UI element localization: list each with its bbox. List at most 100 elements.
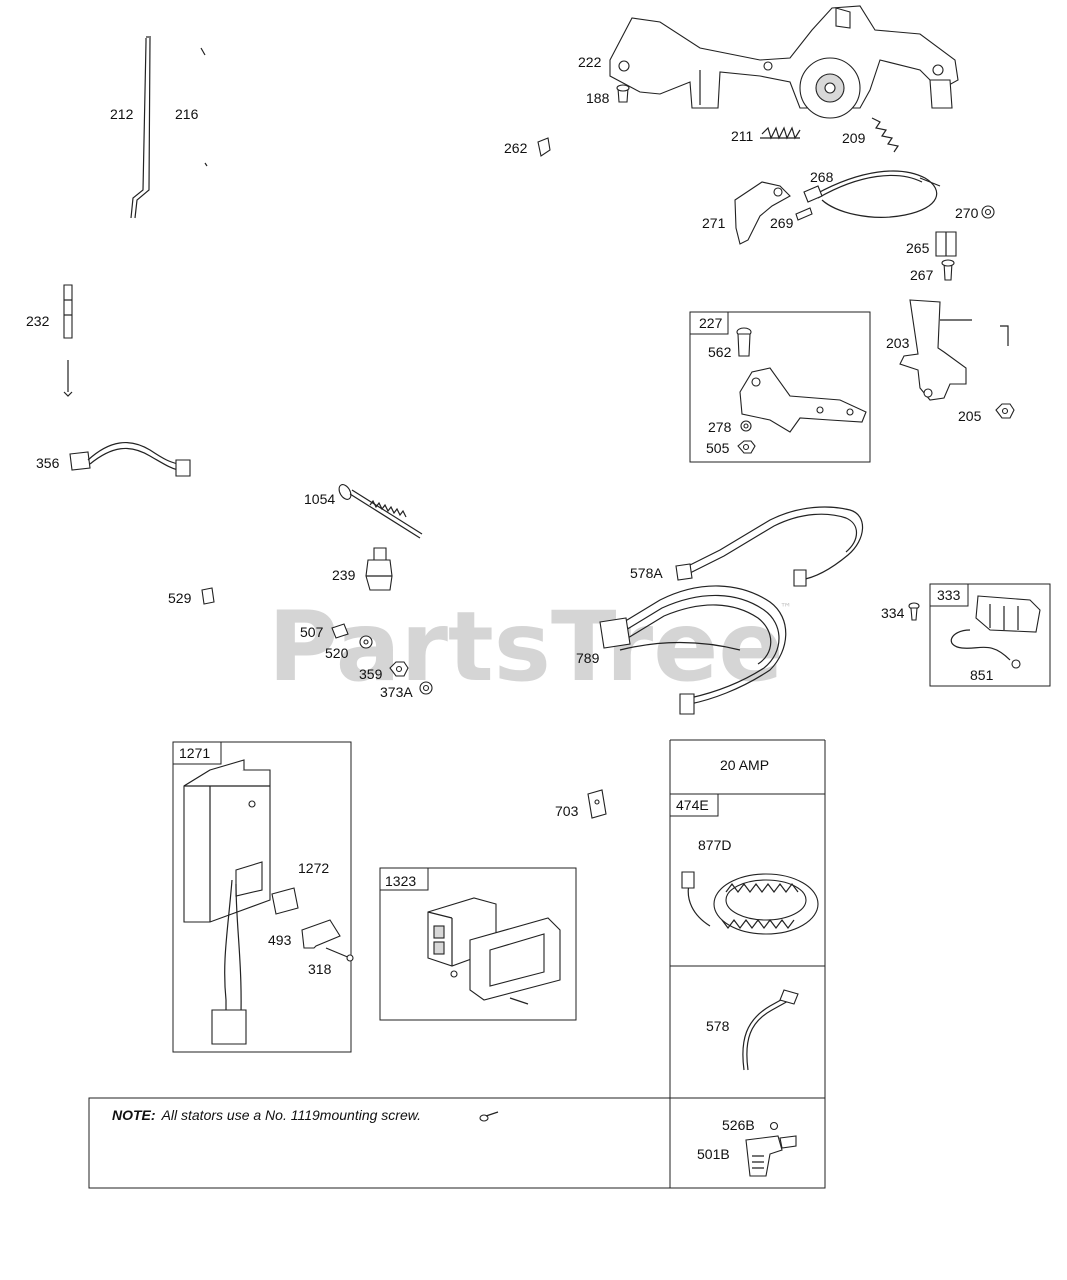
part-529-clip [201, 587, 215, 605]
label-227: 227 [699, 315, 723, 331]
part-232-terminal [63, 284, 73, 397]
part-1054-bolt [338, 484, 423, 539]
label-520: 520 [325, 645, 349, 661]
watermark-text: PartsTree [268, 591, 783, 703]
label-1054: 1054 [304, 491, 335, 507]
box-333-tab [929, 583, 969, 607]
note-prefix: NOTE: [112, 1107, 156, 1123]
label-359: 359 [359, 666, 383, 682]
part-278-washer [740, 420, 752, 432]
part-1272-block [271, 887, 299, 915]
callout-labels: 212 216 222 188 262 211 209 268 271 269 … [26, 54, 994, 1162]
part-188-screw [616, 84, 630, 103]
part-334-screw [908, 602, 920, 621]
part-209-spring [871, 117, 899, 153]
amp-label: 20 AMP [720, 757, 769, 773]
part-222-bracket [609, 5, 959, 119]
label-239: 239 [332, 567, 356, 583]
note-text: NOTE: All stators use a No. 1119mounting … [112, 1107, 421, 1123]
label-318: 318 [308, 961, 332, 977]
label-578A: 578A [630, 565, 663, 581]
label-270: 270 [955, 205, 979, 221]
part-239-fitting [365, 547, 393, 591]
label-262: 262 [504, 140, 528, 156]
label-205: 205 [958, 408, 982, 424]
label-209: 209 [842, 130, 866, 146]
part-507-bolt [331, 623, 349, 639]
part-578A-harness [675, 506, 864, 587]
label-216: 216 [175, 106, 199, 122]
part-526B-nut [769, 1121, 779, 1131]
watermark-tm: ™ [780, 601, 792, 615]
part-333-connector [950, 595, 1041, 669]
label-268: 268 [810, 169, 834, 185]
part-373A-nut [419, 681, 433, 695]
label-203: 203 [886, 335, 910, 351]
label-474E: 474E [676, 797, 709, 813]
label-212: 212 [110, 106, 134, 122]
part-318-screw [325, 947, 354, 962]
box-333 [929, 583, 1051, 687]
part-269-clip [795, 207, 813, 221]
label-334: 334 [881, 605, 905, 621]
box-227-tab [689, 311, 729, 335]
part-1323-receptacle [427, 897, 561, 1005]
label-493: 493 [268, 932, 292, 948]
label-356: 356 [36, 455, 60, 471]
label-1271: 1271 [179, 745, 210, 761]
part-789-harness [599, 585, 787, 715]
label-267: 267 [910, 267, 934, 283]
label-211: 211 [731, 128, 754, 144]
part-505-nut [737, 440, 756, 454]
label-578: 578 [706, 1018, 730, 1034]
label-507: 507 [300, 624, 324, 640]
label-222: 222 [578, 54, 602, 70]
box-1323-tab [379, 867, 429, 891]
part-265-bracket [935, 231, 957, 257]
label-232: 232 [26, 313, 50, 329]
label-373A: 373A [380, 684, 413, 700]
part-1271-control-box [183, 759, 271, 1045]
label-529: 529 [168, 590, 192, 606]
note-body: All stators use a No. 1119mounting screw… [161, 1107, 421, 1123]
label-703: 703 [555, 803, 579, 819]
part-262-nut [537, 137, 551, 157]
label-269: 269 [770, 215, 794, 231]
part-203-lever [899, 299, 1009, 401]
part-270-nut [981, 205, 995, 219]
part-493-bracket [301, 919, 341, 949]
note-box [88, 1097, 826, 1189]
note-screw-icon [479, 1111, 499, 1122]
box-1323 [379, 867, 577, 1021]
part-205-nut [995, 403, 1015, 419]
label-265: 265 [906, 240, 930, 256]
label-505: 505 [706, 440, 730, 456]
part-474E-stator [681, 871, 819, 935]
label-188: 188 [586, 90, 610, 106]
label-333: 333 [937, 587, 961, 603]
label-877D: 877D [698, 837, 731, 853]
part-359-nut [389, 661, 409, 677]
label-501B: 501B [697, 1146, 730, 1162]
box-1271-tab [172, 741, 222, 765]
label-1323: 1323 [385, 873, 416, 889]
part-212-rod [130, 36, 151, 219]
label-1272: 1272 [298, 860, 329, 876]
part-562-screw [736, 327, 752, 357]
part-356-harness [69, 442, 191, 477]
part-227-bracket [739, 367, 867, 433]
label-271: 271 [702, 215, 726, 231]
label-851: 851 [970, 667, 994, 683]
part-268-cable [803, 170, 941, 218]
part-211-spring [760, 126, 801, 140]
part-267-screw [941, 259, 955, 281]
box-227 [689, 311, 871, 463]
part-703-clip [587, 789, 607, 819]
label-278: 278 [708, 419, 732, 435]
part-501B-fastener [745, 1135, 797, 1177]
part-216-link [200, 47, 208, 167]
label-526B: 526B [722, 1117, 755, 1133]
part-271-lever [734, 181, 791, 245]
part-578-lead [742, 989, 799, 1071]
